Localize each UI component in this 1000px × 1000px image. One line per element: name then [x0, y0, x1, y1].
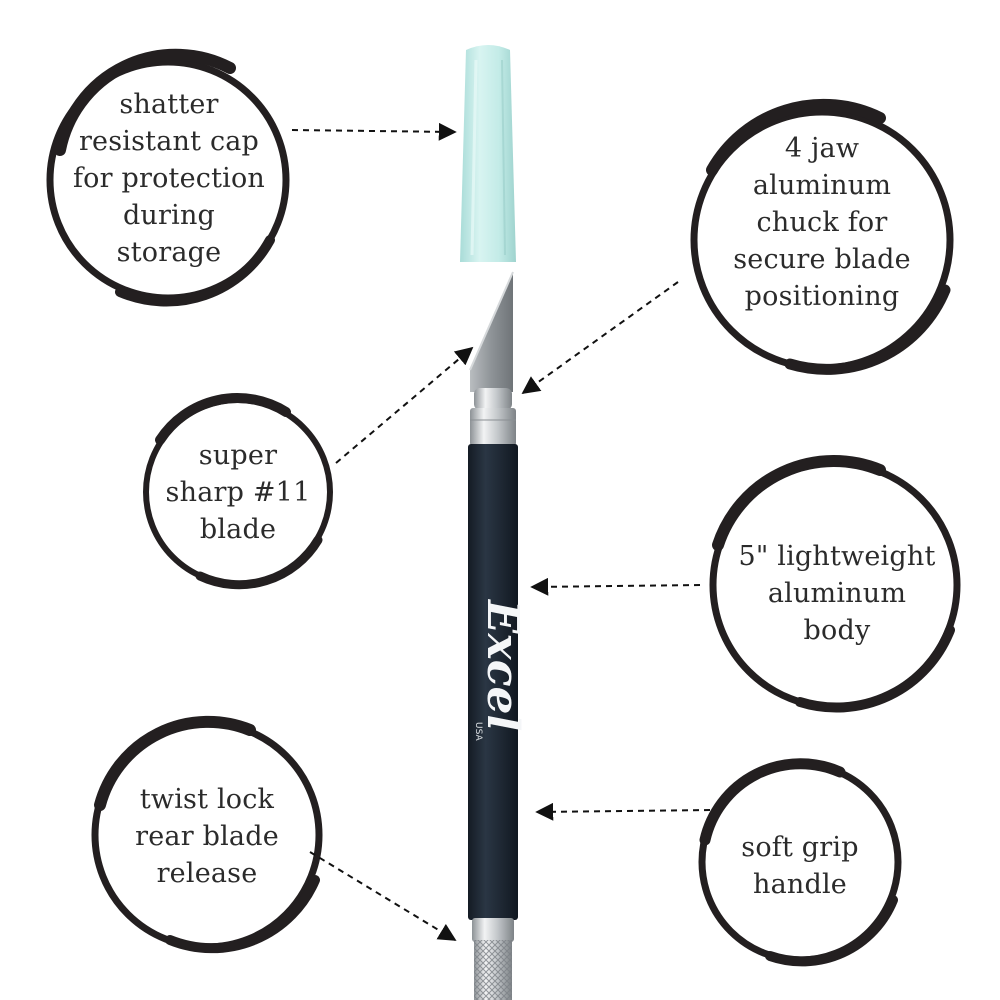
- callout-ring-body: [709, 454, 961, 713]
- leader-grip: [535, 802, 711, 821]
- handle: Excel USA: [468, 444, 528, 920]
- rear-release: [472, 918, 514, 1000]
- callout-ring-release: [91, 715, 323, 954]
- callout-line: twist lock: [139, 783, 275, 815]
- brand-logo: Excel: [477, 598, 528, 731]
- callout-line: storage: [116, 236, 222, 268]
- callout-ring-chuck: [690, 98, 954, 375]
- callout-cap-text: shatter resistant cap for protection dur…: [60, 78, 278, 278]
- callout-line: secure blade: [733, 243, 911, 275]
- callout-line: for protection: [72, 162, 266, 194]
- callout-line: blade: [199, 513, 277, 545]
- hobby-knife: Excel USA: [460, 45, 528, 1000]
- callout-line: positioning: [744, 280, 900, 312]
- callout-ring-grip: [698, 758, 902, 967]
- callout-line: soft grip: [741, 832, 859, 863]
- callout-line: aluminum: [767, 577, 907, 609]
- leader-blade: [335, 346, 474, 464]
- callout-line: rear blade: [135, 820, 279, 852]
- leader-body: [530, 577, 701, 596]
- blade: [469, 271, 514, 392]
- callout-ring-cap: [46, 48, 290, 307]
- callout-line: body: [803, 614, 871, 646]
- leader-cap: [291, 122, 457, 141]
- callout-line: release: [156, 857, 258, 889]
- callout-blade-text: super sharp #11 blade: [158, 434, 318, 550]
- callout-release-text: twist lock rear blade release: [112, 778, 302, 894]
- callout-line: sharp #11: [165, 476, 311, 508]
- callout-grip-text: soft grip handle: [718, 826, 882, 906]
- callout-line: resistant cap: [78, 125, 260, 157]
- callout-line: chuck for: [756, 206, 888, 238]
- callout-line: handle: [753, 869, 847, 900]
- callout-line: during: [122, 199, 216, 231]
- callout-body-text: 5" lightweight aluminum body: [718, 535, 956, 651]
- callout-ring-blade: [143, 393, 333, 590]
- callout-line: shatter: [119, 88, 219, 120]
- chuck: [470, 388, 516, 446]
- leader-chuck: [521, 281, 679, 395]
- leader-release: [309, 851, 457, 941]
- callout-line: 4 jaw: [784, 132, 860, 164]
- callout-line: aluminum: [752, 169, 892, 201]
- callout-chuck-text: 4 jaw aluminum chuck for secure blade po…: [708, 122, 936, 322]
- origin-mark: USA: [473, 722, 483, 741]
- callout-line: super: [198, 439, 278, 471]
- callout-line: 5" lightweight: [738, 540, 936, 572]
- protective-cap: [460, 45, 516, 262]
